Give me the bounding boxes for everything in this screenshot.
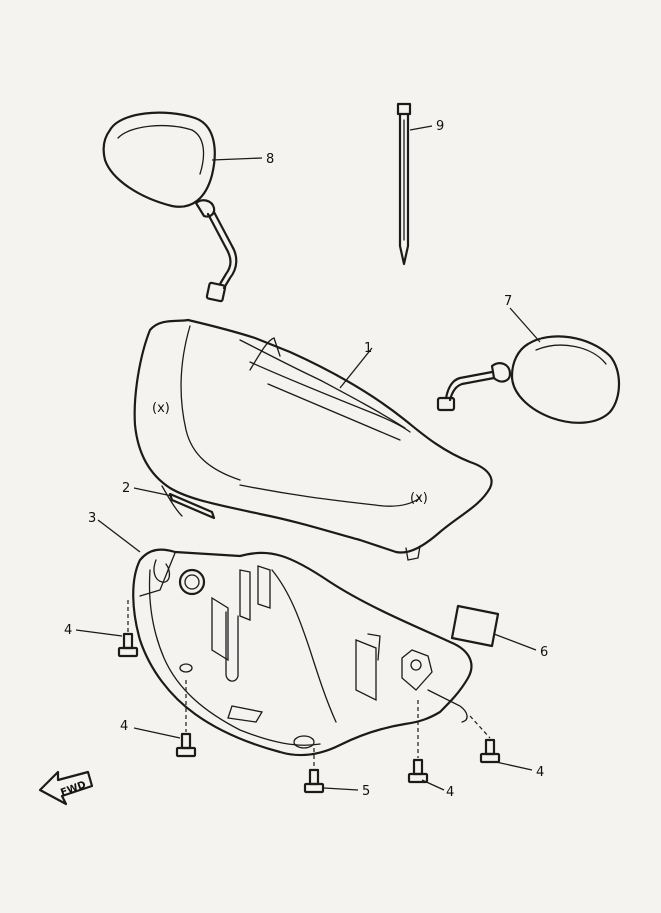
callout-8: 8	[266, 152, 274, 167]
callout-4-a: 4	[64, 623, 72, 638]
callout-7: 7	[504, 294, 512, 309]
callout-9: 9	[436, 119, 444, 134]
callout-3: 3	[88, 511, 96, 526]
screw-part-4-d	[479, 738, 501, 764]
handlebar-cover: (x) (x)	[133, 318, 493, 561]
panel-mark-right: (x)	[410, 491, 428, 506]
callout-6: 6	[540, 645, 548, 660]
leader-lines	[75, 125, 541, 791]
strip-part	[168, 492, 216, 520]
callout-5: 5	[362, 784, 370, 799]
callout-4-d: 4	[536, 765, 544, 780]
fwd-arrow: FWD	[38, 770, 94, 806]
screw-part-4-c	[407, 758, 429, 784]
panel-mark-left: (x)	[152, 401, 170, 416]
fwd-label: FWD	[59, 780, 87, 799]
callout-4-b: 4	[120, 719, 128, 734]
screw-part-4-a	[117, 632, 139, 658]
mirror-left	[102, 111, 238, 303]
callout-1: 1	[364, 341, 372, 356]
mirror-right	[436, 335, 620, 424]
lower-cover	[132, 548, 473, 757]
callout-4-c: 4	[446, 785, 454, 800]
cable-tie	[396, 102, 412, 266]
screw-part-5	[303, 768, 325, 794]
callout-labels: 1 2 3 4 4 5 4 4 6 7 8 9	[64, 119, 548, 800]
screw-part-4-b	[175, 732, 197, 758]
callout-2: 2	[122, 481, 130, 496]
sticker-part	[450, 604, 500, 648]
